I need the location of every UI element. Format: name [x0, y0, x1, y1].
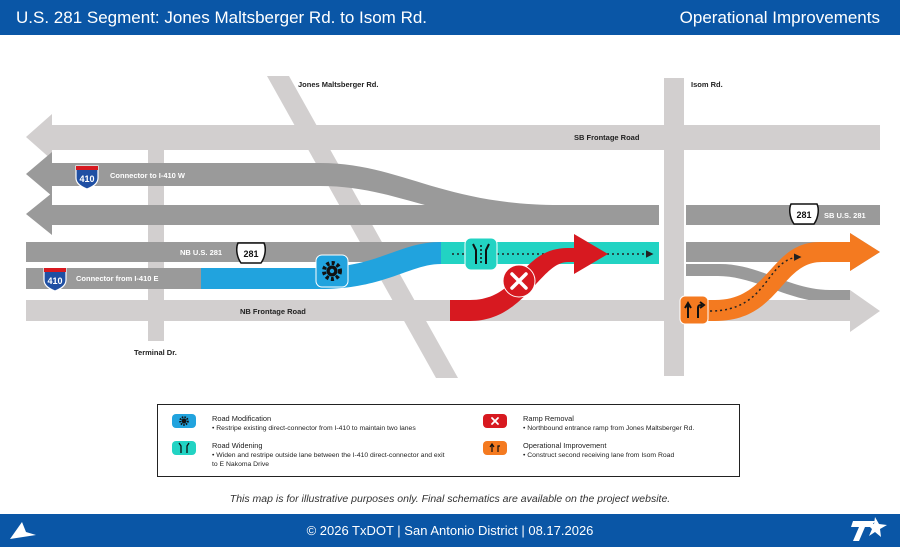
label-sb-us281: SB U.S. 281: [824, 211, 866, 220]
lane-widening-icon: [464, 237, 498, 271]
nb-frontage-road-west: [26, 300, 450, 321]
footer-bar: © 2026 TxDOT | San Antonio District | 08…: [0, 514, 900, 547]
nb-frontage-road-east: [450, 290, 880, 332]
us-281-shield-2: 281: [789, 203, 819, 225]
interstate-410-label-2: 410: [47, 276, 62, 286]
sb-us281-mainlanes: [26, 193, 659, 235]
footer-text: © 2026 TxDOT | San Antonio District | 08…: [306, 523, 594, 538]
label-nb-frontage: NB Frontage Road: [240, 307, 306, 316]
close-icon: [502, 264, 536, 298]
us-281-label-1: 281: [243, 249, 258, 259]
us-281-label-2: 281: [796, 210, 811, 220]
connector-from-410e-road: [26, 268, 201, 289]
label-isom: Isom Rd.: [691, 80, 723, 89]
operational-improvement-segment: [686, 233, 880, 321]
gear-icon: [315, 254, 349, 288]
close-icon: [483, 414, 507, 428]
txdot-logo-icon: [851, 517, 887, 541]
label-sb-frontage: SB Frontage Road: [574, 133, 640, 142]
disclaimer-text: This map is for illustrative purposes on…: [229, 493, 671, 505]
label-terminal: Terminal Dr.: [134, 348, 177, 357]
lane-arrows-icon: [483, 441, 507, 455]
legend-desc: • Widen and restripe outside lane betwee…: [212, 452, 445, 468]
interstate-410-shield-2: 410: [43, 267, 67, 292]
legend-desc: • Northbound entrance ramp from Jones Ma…: [523, 425, 695, 432]
legend-desc: • Construct second receiving lane from I…: [523, 452, 675, 459]
txdot-star-logo-icon: [10, 522, 36, 539]
header-bar: U.S. 281 Segment: Jones Maltsberger Rd. …: [0, 0, 900, 35]
label-connector-from-410e: Connector from I-410 E: [76, 274, 159, 283]
legend-title: Road Modification: [212, 414, 272, 423]
legend-title: Operational Improvement: [523, 441, 607, 450]
page-title: U.S. 281 Segment: Jones Maltsberger Rd. …: [16, 8, 428, 27]
label-connector-to-410w: Connector to I-410 W: [110, 171, 186, 180]
interstate-410-label-1: 410: [79, 174, 94, 184]
us-281-shield-1: 281: [236, 242, 266, 264]
road-modification-segment: [201, 242, 441, 289]
legend-title: Road Widening: [212, 441, 263, 450]
sb-us281-mainlanes-east: [686, 205, 880, 225]
connector-to-410w-road: [26, 152, 560, 224]
page-subtitle: Operational Improvements: [679, 8, 880, 27]
isom-rd-road: [664, 78, 684, 376]
road-map: 410 410 281 281 Jones Maltsberger Rd. Is…: [26, 76, 880, 378]
legend-title: Ramp Removal: [523, 414, 574, 423]
label-nb-us281: NB U.S. 281: [180, 248, 222, 257]
interstate-410-shield-1: 410: [75, 165, 99, 190]
lane-arrows-icon: [679, 295, 709, 325]
gear-icon: [172, 414, 196, 428]
jones-maltsberger-road: [267, 76, 458, 378]
lane-widening-icon: [172, 441, 196, 455]
legend-desc: • Restripe existing direct-connector fro…: [212, 425, 416, 432]
legend-box: Road Modification • Restripe existing di…: [157, 404, 740, 477]
sb-frontage-road: [26, 114, 880, 160]
label-jones-maltsberger: Jones Maltsberger Rd.: [298, 80, 378, 89]
